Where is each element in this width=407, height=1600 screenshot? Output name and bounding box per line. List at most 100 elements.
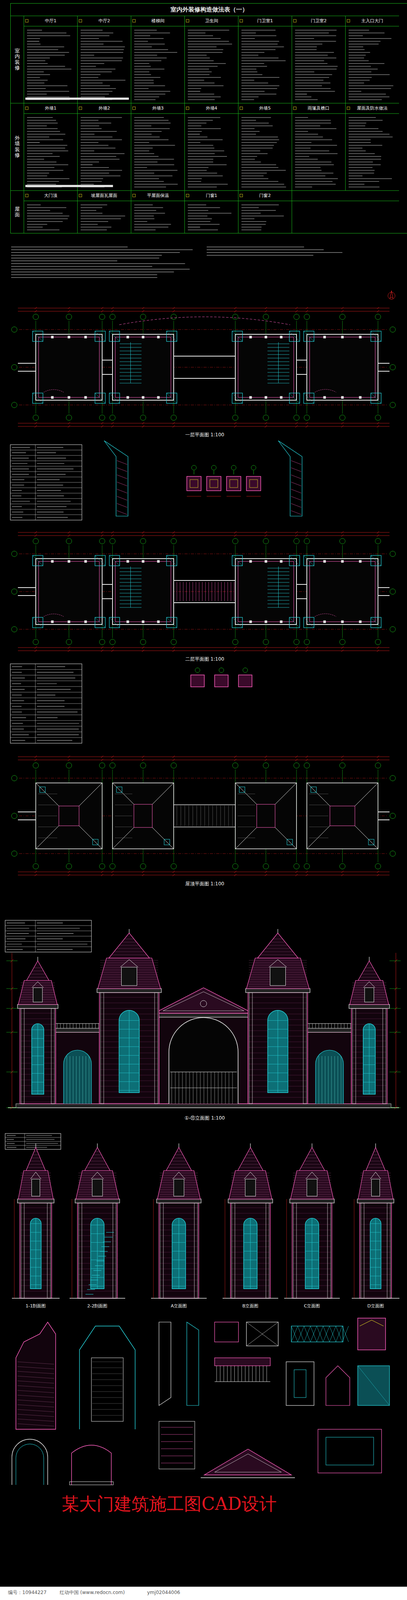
line-work	[10, 687, 82, 688]
line-work	[341, 756, 344, 759]
line-work	[141, 756, 145, 759]
line-work	[395, 953, 397, 1109]
line-work	[241, 54, 259, 56]
line-work	[347, 1024, 348, 1030]
line-work	[241, 63, 264, 64]
line-work	[248, 1152, 253, 1154]
axis-bubble	[375, 415, 381, 421]
line-work	[389, 1033, 401, 1034]
line-work	[224, 582, 225, 602]
line-work	[294, 32, 329, 33]
line-work	[170, 1089, 237, 1090]
axis-bubble	[170, 415, 177, 421]
line-work	[241, 117, 271, 118]
line-work	[205, 582, 206, 602]
outline-rect	[235, 334, 297, 401]
line-work	[295, 650, 298, 653]
line-work	[232, 393, 243, 404]
line-work	[187, 133, 200, 135]
line-work	[95, 1024, 96, 1030]
line-work	[172, 1252, 186, 1253]
line-work	[85, 1295, 94, 1297]
line-work	[187, 128, 221, 129]
line-work	[80, 213, 103, 214]
line-work	[331, 1057, 332, 1105]
line-work	[172, 534, 175, 538]
line-work	[35, 664, 36, 745]
profile-path	[172, 1173, 186, 1181]
line-work	[17, 371, 36, 373]
line-work	[5, 926, 92, 927]
line-work	[241, 229, 262, 231]
line-work	[290, 503, 302, 508]
axis-bubble	[66, 864, 72, 871]
line-work	[187, 213, 232, 214]
line-work	[294, 178, 338, 179]
line-work	[76, 1057, 77, 1105]
line-work	[17, 426, 390, 428]
line-work	[80, 35, 110, 36]
outline-rect	[231, 1204, 235, 1300]
line-work	[24, 1134, 26, 1151]
axis-bubble	[66, 415, 72, 421]
line-work	[11, 249, 193, 251]
line-work	[352, 1005, 387, 1006]
line-work	[119, 1056, 140, 1057]
line-work	[111, 647, 114, 650]
line-work	[11, 678, 26, 679]
outline-rect	[358, 621, 362, 624]
line-work	[92, 1405, 123, 1406]
line-work	[28, 1165, 43, 1166]
line-work	[363, 1030, 376, 1032]
line-work	[86, 1168, 109, 1169]
line-work	[119, 1038, 140, 1040]
line-work	[187, 68, 210, 70]
line-work	[36, 474, 66, 475]
outline-rect	[115, 337, 171, 398]
line-work	[27, 43, 41, 45]
line-work	[69, 1024, 71, 1030]
line-work	[27, 213, 63, 214]
line-work	[27, 49, 59, 50]
line-work	[134, 99, 156, 100]
line-work	[80, 158, 120, 160]
axis-bubble	[99, 538, 105, 545]
line-work	[73, 1057, 74, 1105]
line-work	[187, 210, 209, 211]
line-work	[153, 1200, 154, 1300]
line-work	[172, 1261, 186, 1262]
line-work	[294, 170, 322, 171]
line-work	[172, 874, 175, 878]
line-work	[160, 1436, 193, 1437]
line-work	[295, 422, 298, 425]
profile-path	[43, 389, 64, 393]
line-work	[17, 876, 390, 877]
line-work	[360, 1197, 391, 1199]
line-work	[78, 1292, 117, 1293]
line-work	[348, 54, 366, 56]
line-work	[363, 1091, 376, 1093]
line-work	[295, 871, 298, 875]
line-work	[329, 1327, 336, 1344]
line-work	[187, 96, 221, 97]
line-work	[303, 618, 314, 629]
line-work	[370, 1251, 381, 1252]
line-work	[20, 1197, 51, 1199]
line-work	[116, 468, 128, 473]
line-work	[159, 1174, 198, 1175]
line-work	[204, 806, 206, 828]
line-work	[11, 266, 153, 267]
axis-bubble	[109, 639, 116, 646]
line-work	[35, 1219, 37, 1291]
line-work	[294, 181, 333, 182]
line-work	[264, 425, 268, 429]
line-work	[290, 468, 302, 473]
line-work	[241, 153, 268, 154]
line-work	[36, 944, 88, 946]
profile-path	[244, 1173, 257, 1181]
profile-path	[157, 1172, 201, 1201]
line-work	[80, 161, 99, 163]
outline-rect	[10, 445, 82, 521]
line-work	[305, 871, 309, 875]
line-work	[11, 257, 160, 259]
